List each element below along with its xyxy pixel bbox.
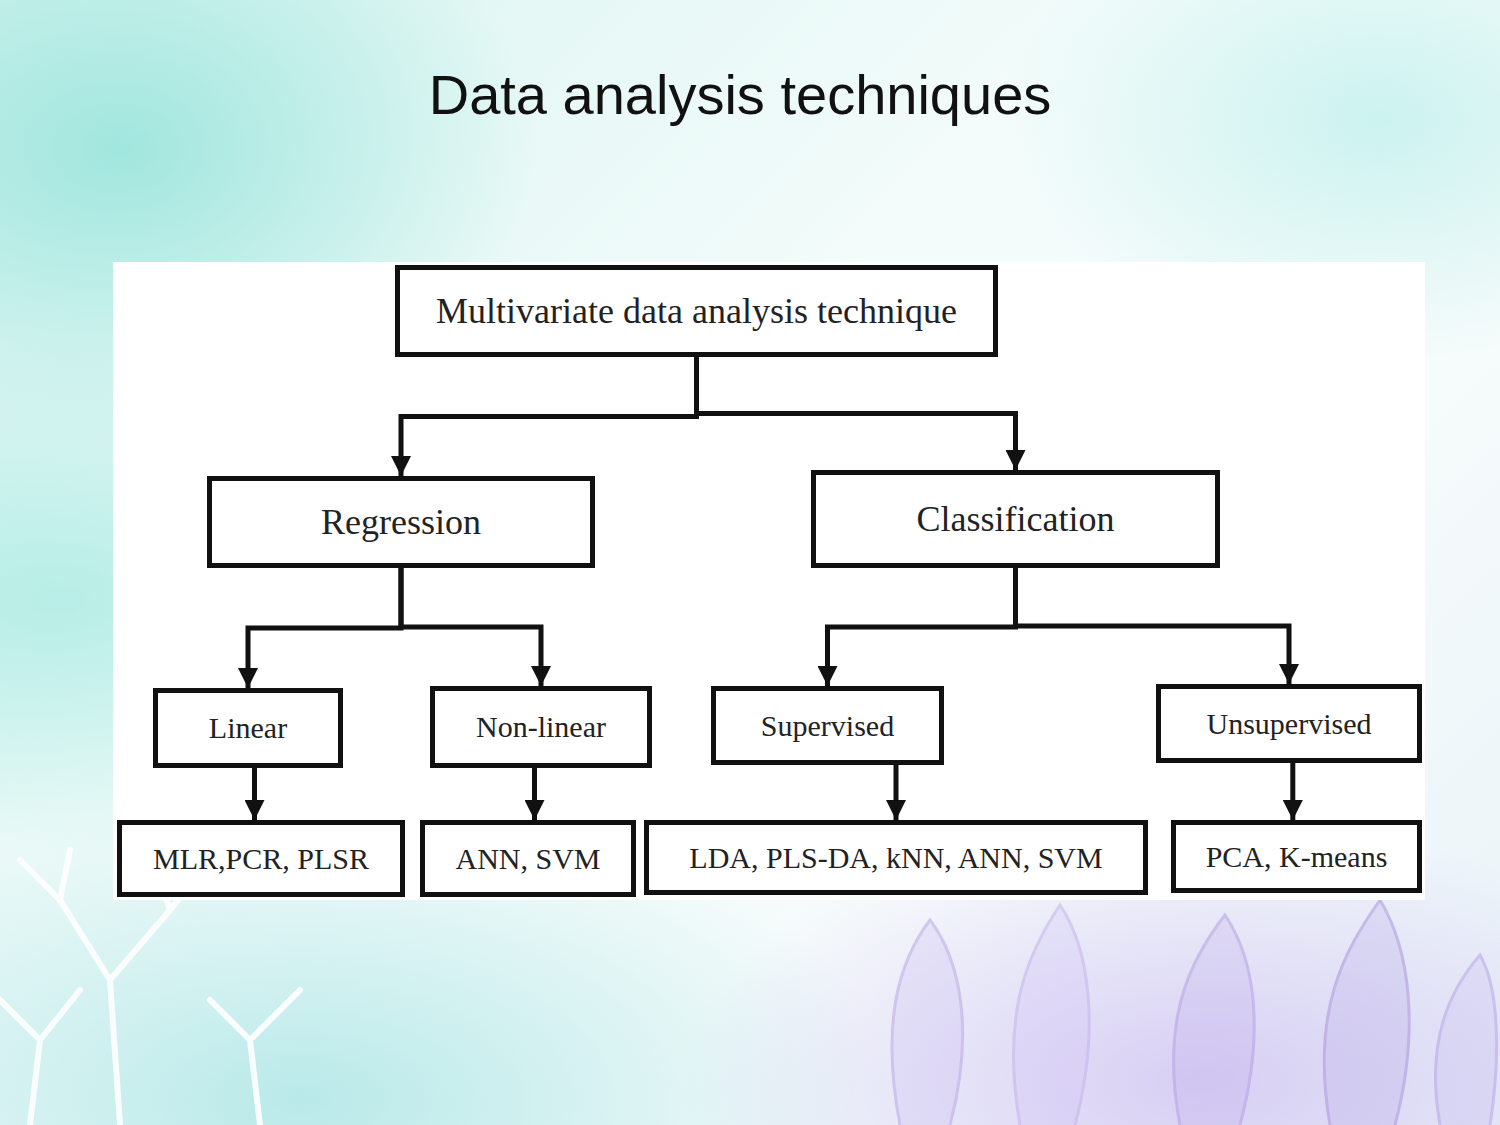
category-box: Multivariate data analysis technique [395, 265, 998, 357]
category-box: Non-linear [430, 686, 652, 768]
box-label: Classification [917, 498, 1115, 540]
category-box: Unsupervised [1156, 684, 1422, 763]
tree-connector [252, 768, 257, 820]
tree-connector [532, 768, 537, 820]
box-label: LDA, PLS-DA, kNN, ANN, SVM [689, 841, 1102, 875]
tree-connector [1016, 568, 1290, 684]
tree-connector [894, 765, 899, 820]
tree-connector [828, 568, 1016, 686]
box-label: MLR,PCR, PLSR [153, 842, 369, 876]
box-label: PCA, K-means [1206, 840, 1388, 874]
box-label: Multivariate data analysis technique [436, 290, 957, 332]
category-box: LDA, PLS-DA, kNN, ANN, SVM [644, 820, 1148, 895]
tree-connector [401, 568, 541, 686]
box-label: Non-linear [476, 710, 606, 744]
box-label: Unsupervised [1207, 707, 1372, 741]
category-box: MLR,PCR, PLSR [117, 820, 405, 897]
category-box: PCA, K-means [1171, 820, 1422, 893]
box-label: Linear [209, 711, 287, 745]
category-box: ANN, SVM [420, 820, 636, 897]
box-label: Supervised [761, 709, 894, 743]
slide-title: Data analysis techniques [0, 62, 1480, 127]
tree-connector [401, 357, 697, 476]
diagram-panel [113, 262, 1425, 900]
box-label: ANN, SVM [455, 842, 600, 876]
category-box: Regression [207, 476, 595, 568]
tree-connector [248, 568, 401, 688]
tree-connector [1290, 763, 1295, 820]
box-label: Regression [321, 501, 481, 543]
tree-connector [697, 357, 1016, 470]
category-box: Classification [811, 470, 1220, 568]
category-box: Supervised [711, 686, 944, 765]
category-box: Linear [153, 688, 343, 768]
